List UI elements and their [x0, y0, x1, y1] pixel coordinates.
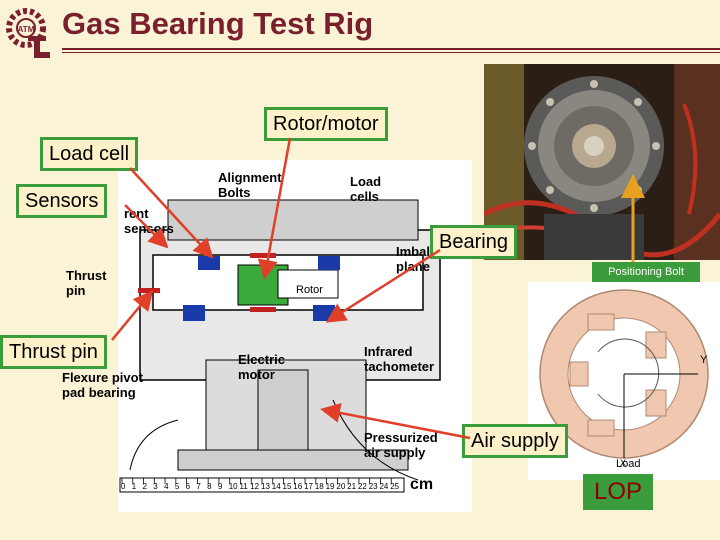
ruler-tick-label: 17 [304, 482, 313, 491]
ruler-tick-label: 10 [228, 482, 238, 491]
ruler-tick-label: 25 [390, 482, 400, 491]
ruler-tick-label: 23 [368, 482, 378, 491]
ruler-tick-label: 12 [250, 482, 260, 491]
rig-photo [484, 64, 720, 260]
ruler-tick-label: 16 [293, 482, 303, 491]
title-rule [62, 48, 720, 50]
x-axis-label: X [620, 458, 627, 468]
bearing-arrow [325, 248, 441, 323]
ruler-tick-label: 8 [207, 482, 212, 491]
air-supply-arrow [320, 403, 471, 440]
ruler-tick-label: 21 [347, 482, 357, 491]
ruler-tick-label: 22 [357, 482, 367, 491]
ruler-tick-label: 19 [325, 482, 335, 491]
ruler-tick-label: 2 [142, 482, 147, 491]
ruler-tick-label: 1 [131, 482, 137, 491]
infrared-tachometer-label: Infrared tachometer [364, 344, 435, 374]
page-title: Gas Bearing Test Rig [62, 6, 374, 41]
load-cell-arrow [129, 167, 214, 259]
y-axis-label: Y [700, 354, 708, 366]
lop-label: LOP [583, 474, 653, 510]
ruler-tick-label: 9 [217, 482, 223, 491]
thrust-pin-callout: Thrust pin [0, 335, 107, 369]
ruler-tick-label: 0 [121, 482, 126, 491]
ruler-tick-label: 15 [282, 482, 292, 491]
load-cells-label: Load cells [350, 174, 382, 204]
load-diagram: Y Load [528, 282, 720, 480]
ruler-tick-label: 13 [261, 482, 270, 491]
load-label: Load [616, 458, 641, 470]
ruler-tick-label: 5 [174, 482, 180, 491]
sensors-arrow [124, 204, 169, 249]
load-cell-callout: Load cell [40, 137, 139, 171]
ruler-tick-label: 3 [153, 482, 158, 491]
rotor-motor-arrow [257, 137, 292, 280]
ruler-tick-label: 18 [314, 482, 324, 491]
thrust-pin-arrow [111, 290, 154, 341]
air-supply-callout: Air supply [462, 424, 568, 458]
ruler-tick-label: 11 [239, 482, 248, 491]
electric-motor-label: Electric motor [238, 352, 285, 382]
ruler-tick-label: 7 [196, 482, 201, 491]
bearing-callout: Bearing [430, 225, 517, 259]
ruler-tick-label: 14 [271, 482, 281, 491]
sensors-callout: Sensors [16, 184, 108, 218]
rig-cross-section-drawing: Alignment Bolts Load cells rent sensors … [62, 160, 472, 512]
svg-text:ATM: ATM [18, 25, 35, 34]
positioning-bolt-label: Positioning Bolt [592, 262, 700, 282]
scale-unit-label: cm [410, 476, 434, 493]
alignment-bolts-label: Alignment Bolts [218, 170, 282, 200]
pressurized-air-label: Pressurized air supply [364, 430, 438, 460]
ruler-tick-label: 4 [164, 482, 169, 491]
title-rule-thin [62, 52, 720, 53]
ruler-tick-label: 20 [336, 482, 346, 491]
rotor-motor-callout: Rotor/motor [264, 107, 388, 141]
ruler-tick-label: 24 [379, 482, 389, 491]
tamu-logo-icon: ATM [6, 8, 50, 58]
ruler-tick-label: 6 [185, 482, 191, 491]
thrust-pin-drawing-label: Thrust pin [66, 268, 107, 298]
flexure-pivot-label: Flexure pivot pad bearing [62, 370, 143, 400]
rotor-label: Rotor [296, 284, 323, 296]
